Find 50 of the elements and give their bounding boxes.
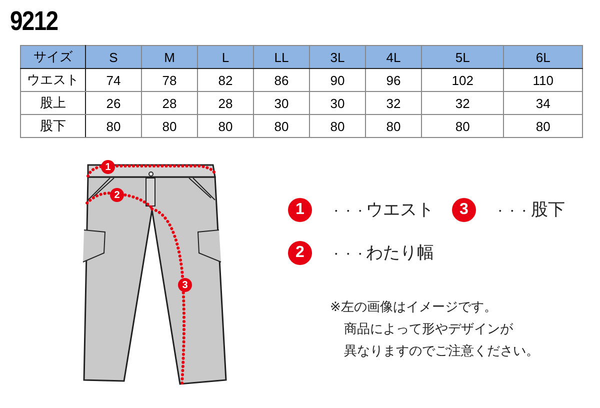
table-cell: 34 — [504, 92, 582, 114]
table-cell: 80 — [366, 114, 422, 138]
table-cell: 96 — [366, 68, 422, 92]
legend-text: 股下 — [531, 199, 565, 221]
table-cell: 股下 — [20, 114, 86, 138]
title: 9212 — [10, 6, 58, 37]
table-cell: 28 — [142, 92, 198, 114]
table-cell: 26 — [86, 92, 142, 114]
table-cell: 32 — [366, 92, 422, 114]
callout-number: 1 — [101, 160, 115, 174]
table-cell: 86 — [254, 68, 310, 92]
table-cell: 74 — [86, 68, 142, 92]
header-cell: 4L — [366, 46, 422, 68]
header-cell: S — [86, 46, 142, 68]
dots: ・・・ — [494, 203, 530, 220]
header-cell: M — [142, 46, 198, 68]
table-cell: 28 — [198, 92, 254, 114]
table-cell: 30 — [310, 92, 366, 114]
note-text: ※左の画像はイメージです。 — [330, 299, 497, 316]
table-cell: 80 — [504, 114, 582, 138]
note-text: 異なりますのでご注意ください。 — [344, 343, 539, 360]
table-cell: 78 — [142, 68, 198, 92]
header-cell: 5L — [422, 46, 504, 68]
callout-number: 1 — [288, 198, 312, 222]
table-cell: 30 — [254, 92, 310, 114]
table-cell: 32 — [422, 92, 504, 114]
table-cell: 80 — [142, 114, 198, 138]
table-cell: 80 — [198, 114, 254, 138]
table-cell: 90 — [310, 68, 366, 92]
legend-text: ウエスト — [366, 199, 434, 221]
table-cell: 股上 — [20, 92, 86, 114]
table-cell: 80 — [86, 114, 142, 138]
note-text: 商品によって形やデザインが — [344, 321, 513, 338]
table-cell: 102 — [422, 68, 504, 92]
table-cell: ウエスト — [20, 68, 86, 92]
header-cell: L — [198, 46, 254, 68]
legend-text: わたり幅 — [366, 242, 434, 264]
table-cell: 110 — [504, 68, 582, 92]
header-cell: 3L — [310, 46, 366, 68]
dots: ・・・ — [330, 203, 366, 220]
callout-number: 3 — [452, 198, 476, 222]
table-cell: 80 — [310, 114, 366, 138]
callout-number: 2 — [288, 241, 312, 265]
table-cell: 80 — [422, 114, 504, 138]
header-cell: 6L — [504, 46, 582, 68]
table-cell: 80 — [254, 114, 310, 138]
dots: ・・・ — [330, 246, 366, 263]
table-cell: 82 — [198, 68, 254, 92]
header-cell: サイズ — [20, 46, 86, 68]
header-cell: LL — [254, 46, 310, 68]
